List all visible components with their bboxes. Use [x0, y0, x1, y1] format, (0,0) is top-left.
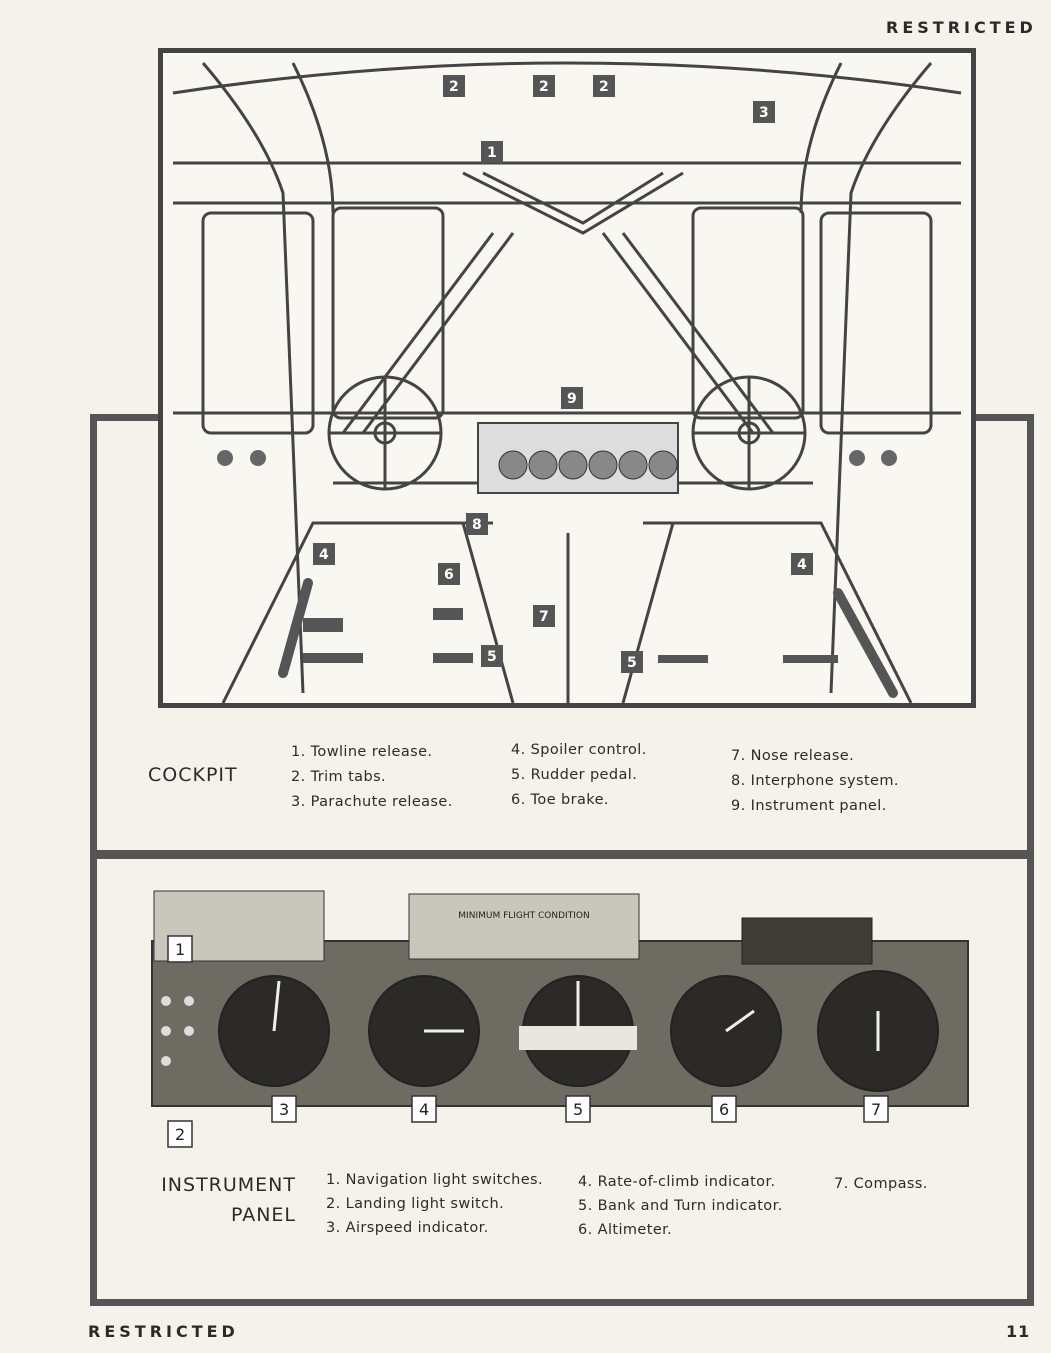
- svg-text:1: 1: [487, 145, 497, 161]
- legend-item: 5. Rudder pedal.: [511, 763, 647, 788]
- legend-item: 7. Compass.: [834, 1172, 928, 1196]
- svg-text:7: 7: [539, 609, 549, 625]
- cockpit-legend-col3: 7. Nose release. 8. Interphone system. 9…: [731, 744, 899, 819]
- panel-callout-4: 4: [412, 1096, 436, 1122]
- callout-8: 8: [466, 513, 488, 535]
- svg-text:3: 3: [759, 105, 769, 121]
- panel-legend-col2: 4. Rate-of-climb indicator. 5. Bank and …: [578, 1170, 783, 1242]
- svg-text:1: 1: [175, 940, 185, 959]
- callout-2a: 2: [443, 75, 465, 97]
- svg-text:5: 5: [573, 1100, 583, 1119]
- callout-2c: 2: [593, 75, 615, 97]
- instrument-panel-photo: MINIMUM FLIGHT CONDITION 1 2 3 4 5 6 7: [104, 866, 1012, 1164]
- legend-item: 1. Navigation light switches.: [326, 1168, 543, 1192]
- callout-4a: 4: [313, 543, 335, 565]
- instrument-panel-title: INSTRUMENT PANEL: [150, 1170, 296, 1230]
- legend-item: 6. Toe brake.: [511, 788, 647, 813]
- cockpit-drawing: 1 2 2 2 3 4 4 5 5 6 7 8 9: [163, 53, 971, 703]
- legend-item: 3. Parachute release.: [291, 790, 453, 815]
- panel-legend-col1: 1. Navigation light switches. 2. Landing…: [326, 1168, 543, 1240]
- page-number: 11: [1006, 1322, 1030, 1341]
- svg-text:3: 3: [279, 1100, 289, 1119]
- svg-text:2: 2: [599, 79, 609, 95]
- cockpit-legend-col1: 1. Towline release. 2. Trim tabs. 3. Par…: [291, 740, 453, 815]
- svg-text:6: 6: [444, 567, 454, 583]
- svg-text:7: 7: [871, 1100, 881, 1119]
- callout-6: 6: [438, 563, 460, 585]
- instrument-panel-drawing: MINIMUM FLIGHT CONDITION 1 2 3 4 5 6 7: [104, 866, 1012, 1164]
- callout-3: 3: [753, 101, 775, 123]
- header-classification: RESTRICTED: [886, 18, 1037, 37]
- svg-text:2: 2: [449, 79, 459, 95]
- panel-callout-1: 1: [168, 936, 192, 962]
- cockpit-legend-col2: 4. Spoiler control. 5. Rudder pedal. 6. …: [511, 738, 647, 813]
- panel-callout-5: 5: [566, 1096, 590, 1122]
- svg-text:2: 2: [175, 1125, 185, 1144]
- panel-callout-2: 2: [168, 1121, 192, 1147]
- legend-item: 3. Airspeed indicator.: [326, 1216, 543, 1240]
- svg-text:6: 6: [719, 1100, 729, 1119]
- svg-text:4: 4: [319, 547, 329, 563]
- panel-callout-3: 3: [272, 1096, 296, 1122]
- legend-item: 2. Landing light switch.: [326, 1192, 543, 1216]
- instrument-panel-title-line1: INSTRUMENT: [150, 1170, 296, 1200]
- svg-text:9: 9: [567, 391, 577, 407]
- callout-2b: 2: [533, 75, 555, 97]
- legend-item: 4. Spoiler control.: [511, 738, 647, 763]
- legend-item: 5. Bank and Turn indicator.: [578, 1194, 783, 1218]
- callout-1: 1: [481, 141, 503, 163]
- panel-callout-7: 7: [864, 1096, 888, 1122]
- callout-5a: 5: [481, 645, 503, 667]
- svg-text:5: 5: [487, 649, 497, 665]
- cockpit-title: COCKPIT: [148, 764, 238, 786]
- panel-callout-6: 6: [712, 1096, 736, 1122]
- placard-center-text: MINIMUM FLIGHT CONDITION: [458, 911, 589, 921]
- callout-5b: 5: [621, 651, 643, 673]
- legend-item: 1. Towline release.: [291, 740, 453, 765]
- callout-9: 9: [561, 387, 583, 409]
- legend-item: 4. Rate-of-climb indicator.: [578, 1170, 783, 1194]
- legend-item: 8. Interphone system.: [731, 769, 899, 794]
- svg-text:2: 2: [539, 79, 549, 95]
- legend-item: 6. Altimeter.: [578, 1218, 783, 1242]
- instrument-panel-title-line2: PANEL: [150, 1200, 296, 1230]
- svg-text:4: 4: [797, 557, 807, 573]
- svg-text:5: 5: [627, 655, 637, 671]
- cockpit-illustration: 1 2 2 2 3 4 4 5 5 6 7 8 9: [158, 48, 976, 708]
- svg-text:4: 4: [419, 1100, 429, 1119]
- footer-classification: RESTRICTED: [88, 1322, 239, 1341]
- callout-4b: 4: [791, 553, 813, 575]
- callout-7: 7: [533, 605, 555, 627]
- legend-item: 7. Nose release.: [731, 744, 899, 769]
- panel-legend-col3: 7. Compass.: [834, 1172, 928, 1196]
- legend-item: 9. Instrument panel.: [731, 794, 899, 819]
- svg-text:8: 8: [472, 517, 482, 533]
- legend-item: 2. Trim tabs.: [291, 765, 453, 790]
